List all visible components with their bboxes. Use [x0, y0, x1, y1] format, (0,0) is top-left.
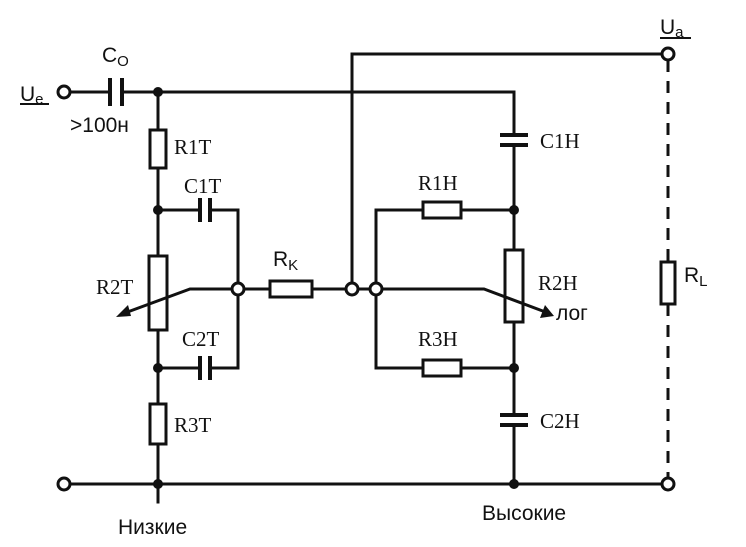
label-c0: CO [102, 44, 129, 70]
junction-c1t [153, 205, 163, 215]
label-rl: RL [684, 264, 708, 290]
terminal-sum-node [344, 281, 360, 297]
wiper-r2t-arrow-icon [116, 305, 131, 317]
potentiometer-r2h [503, 248, 525, 324]
capacitor-c0 [108, 78, 124, 106]
junction-c2t [153, 363, 163, 373]
label-r3h: R3H [418, 327, 458, 351]
junction-r1h [509, 205, 519, 215]
junction-r3h [509, 363, 519, 373]
labels: Ue CO >100н R1T C1T R2T C2T R3T RK C1H R… [20, 16, 708, 539]
capacitor-c2h [500, 413, 528, 427]
capacitor-c2t [198, 356, 212, 380]
capacitors [108, 78, 528, 427]
label-r2h: R2H [538, 271, 578, 295]
resistor-r1h [421, 200, 463, 220]
capacitor-c1h [500, 133, 528, 147]
junction-input [153, 87, 163, 97]
label-r1t: R1T [174, 135, 212, 159]
terminal-input [56, 84, 72, 100]
resistor-r1t [148, 128, 168, 170]
label-rk: RK [273, 248, 298, 274]
resistor-r3t [148, 402, 168, 446]
wiper-r2h-arrow-icon [540, 305, 554, 318]
resistors [147, 128, 677, 446]
resistor-rk [268, 279, 314, 299]
label-input: Ue [20, 83, 44, 108]
terminal-ground-out [660, 476, 676, 492]
label-r2t: R2T [96, 275, 134, 299]
terminal-output [660, 46, 676, 62]
label-c2h: C2H [540, 409, 580, 433]
label-output: Ua [660, 16, 684, 41]
junction-ground-low [153, 479, 163, 489]
label-low: Низкие [118, 516, 187, 539]
wiper-r2t [120, 287, 240, 316]
potentiometer-r2t [147, 254, 169, 332]
label-log: лог [556, 302, 588, 325]
label-r1h: R1H [418, 171, 458, 195]
label-c1h: C1H [540, 129, 580, 153]
capacitor-c1t [198, 198, 212, 222]
terminal-bass-node [230, 281, 246, 297]
resistor-rl [659, 260, 677, 306]
label-c1t: C1T [184, 174, 222, 198]
label-c0-value: >100н [70, 114, 129, 137]
terminal-treble-node [368, 281, 384, 297]
wiper-r2h [374, 287, 550, 315]
junctions [153, 87, 519, 489]
terminal-ground-in [56, 476, 72, 492]
resistor-r3h [421, 358, 463, 378]
terminals [56, 46, 676, 492]
label-c2t: C2T [182, 327, 220, 351]
junction-ground-high [509, 479, 519, 489]
label-r3t: R3T [174, 413, 212, 437]
wipers [116, 287, 554, 318]
label-high: Высокие [482, 502, 566, 525]
